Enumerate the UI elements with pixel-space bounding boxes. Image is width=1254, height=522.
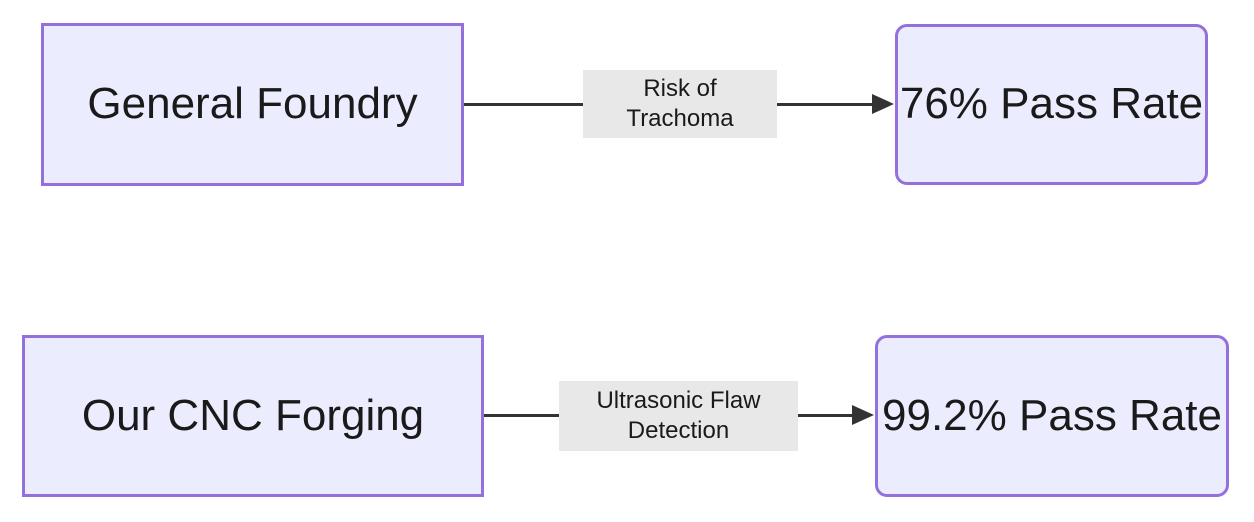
edge-label-text: Risk of Trachoma: [626, 75, 734, 132]
node-99-2-pass-rate: 99.2% Pass Rate: [875, 335, 1229, 497]
edge-label-risk-of-trachoma: Risk of Trachoma: [583, 70, 777, 138]
node-label: General Foundry: [87, 79, 418, 129]
arrowhead-icon: [852, 405, 874, 425]
edge-label-text: Ultrasonic Flaw Detection: [596, 387, 761, 444]
node-our-cnc-forging: Our CNC Forging: [22, 335, 484, 497]
node-general-foundry: General Foundry: [41, 23, 464, 186]
edge-label-ultrasonic-flaw-detection: Ultrasonic Flaw Detection: [559, 381, 798, 451]
node-label: 99.2% Pass Rate: [882, 390, 1222, 440]
node-label: Our CNC Forging: [81, 390, 425, 440]
node-76-pass-rate: 76% Pass Rate: [895, 24, 1208, 185]
arrowhead-icon: [872, 94, 894, 114]
node-label: 76% Pass Rate: [899, 79, 1204, 129]
